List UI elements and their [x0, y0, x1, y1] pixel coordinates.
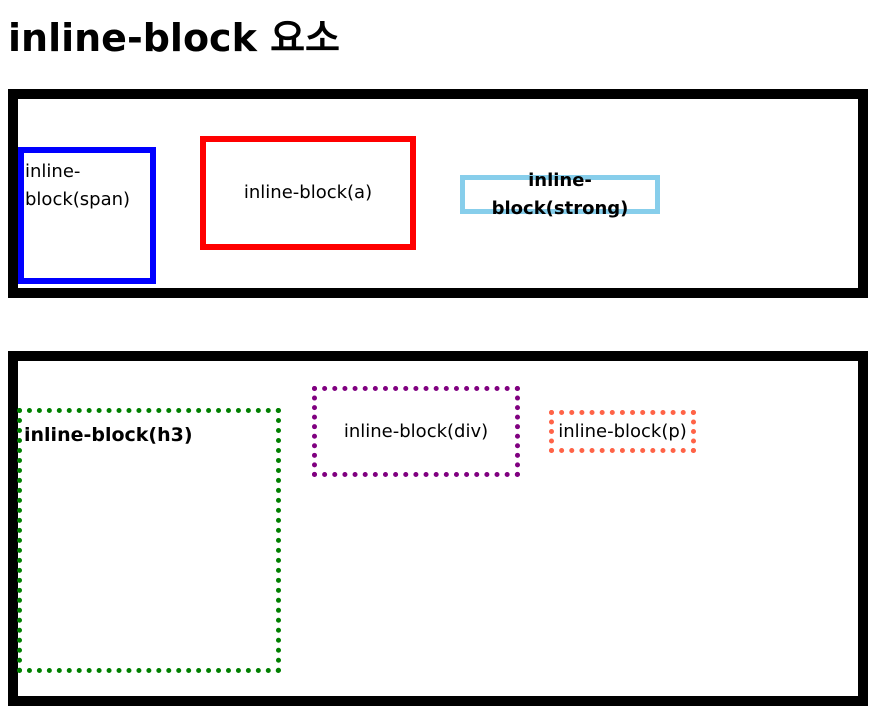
- h3-box-label: inline-block(h3): [24, 424, 193, 446]
- page-title: inline-block 요소: [8, 16, 341, 60]
- span-box-label-line1: inline-: [25, 161, 81, 182]
- inline-block-h3-box: inline-block(h3): [17, 408, 281, 673]
- div-box-label: inline-block(div): [343, 420, 489, 442]
- inline-block-div-box: inline-block(div): [312, 386, 520, 477]
- p-box-label: inline-block(p): [558, 420, 687, 442]
- inline-block-container-1: [8, 89, 868, 298]
- inline-block-container-2: [8, 351, 868, 706]
- span-box-label-line2: block(span): [25, 189, 131, 210]
- inline-block-span-box: inline- block(span): [18, 147, 156, 284]
- inline-block-strong-box: inline-block(strong): [460, 170, 660, 219]
- inline-block-a-link[interactable]: inline-block(a): [200, 136, 416, 250]
- strong-box-label: inline-block(strong): [491, 169, 629, 219]
- inline-block-p-box: inline-block(p): [549, 410, 696, 453]
- a-box-label[interactable]: inline-block(a): [243, 182, 373, 203]
